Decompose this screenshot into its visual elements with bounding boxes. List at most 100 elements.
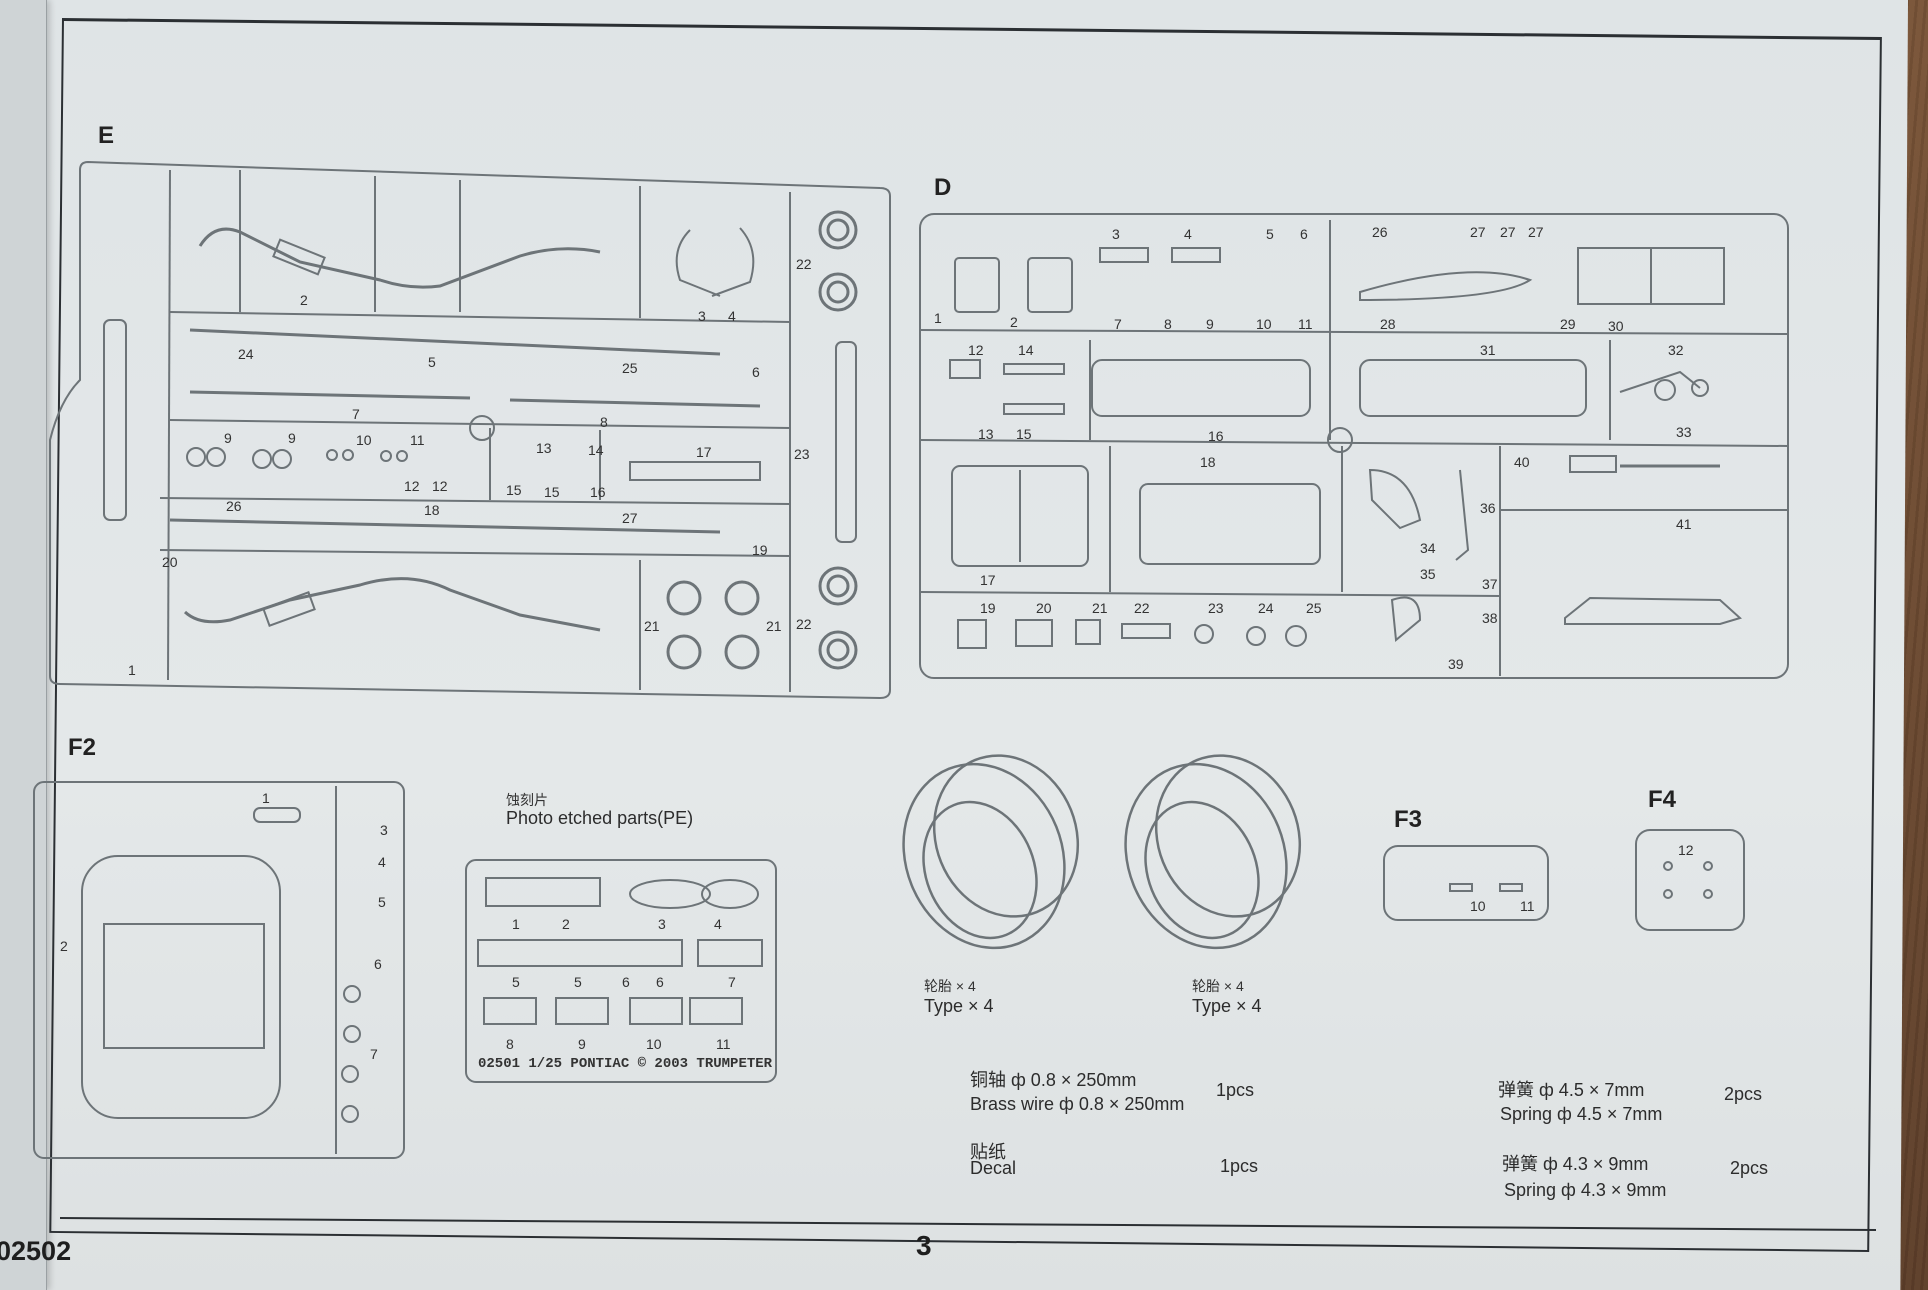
pe-number: 5	[512, 974, 520, 990]
previous-page-edge	[0, 0, 47, 1290]
page-number: 3	[916, 1230, 932, 1261]
part-number: 3	[1112, 226, 1120, 242]
part-number: 27	[622, 510, 638, 526]
material-en: Brass wire ф 0.8 × 250mm	[970, 1094, 1185, 1114]
part-number: 25	[1306, 600, 1322, 616]
pe-number: 5	[574, 974, 582, 990]
pe-number: 1	[512, 916, 520, 932]
sprue-f3-label: F3	[1394, 806, 1423, 833]
pe-number: 3	[658, 916, 666, 932]
part-number: 29	[1560, 316, 1576, 332]
part-number: 13	[536, 440, 552, 456]
part-number: 5	[1266, 226, 1274, 242]
part-number: 1	[128, 662, 136, 678]
pe-number: 7	[728, 974, 736, 990]
part-number: 3	[380, 822, 388, 838]
part-number: 28	[1380, 316, 1396, 332]
part-number: 12	[404, 478, 420, 494]
pe-number: 4	[714, 916, 722, 932]
pe-number: 6	[622, 974, 630, 990]
part-number: 4	[378, 854, 386, 870]
part-number: 15	[506, 482, 522, 498]
part-number: 26	[1372, 224, 1388, 240]
part-number: 7	[370, 1046, 378, 1062]
pe-number: 11	[716, 1036, 731, 1052]
part-number: 9	[224, 430, 232, 446]
part-number: 20	[1036, 600, 1052, 616]
part-number: 18	[424, 502, 440, 518]
part-number: 4	[728, 308, 736, 324]
material-en: Spring ф 4.3 × 9mm	[1504, 1180, 1667, 1200]
f3-part-number: 11	[1520, 898, 1535, 914]
part-number: 1	[262, 790, 270, 806]
pe-number: 2	[562, 916, 570, 932]
pe-number: 6	[656, 974, 664, 990]
pe-number: 9	[578, 1036, 586, 1052]
pe-number: 10	[646, 1036, 662, 1052]
part-number: 12	[432, 478, 448, 494]
part-number: 16	[590, 484, 606, 500]
sprue-f2-label: F2	[68, 734, 97, 761]
part-number: 23	[794, 446, 810, 462]
material-cn: 弹簧 ф 4.5 × 7mm	[1498, 1080, 1645, 1100]
sprue-f4-label: F4	[1648, 786, 1677, 813]
part-number: 26	[226, 498, 242, 514]
part-number: 37	[1482, 576, 1498, 592]
material-en: Decal	[970, 1158, 1017, 1178]
part-number: 8	[600, 414, 608, 430]
material-qty: 2pcs	[1730, 1158, 1769, 1178]
part-number: 23	[1208, 600, 1224, 616]
material-qty: 1pcs	[1216, 1080, 1255, 1100]
kit-code: 02502	[0, 1236, 72, 1266]
part-number: 20	[162, 554, 178, 570]
part-number: 2	[1010, 314, 1018, 330]
part-number: 17	[980, 572, 996, 588]
part-number: 15	[544, 484, 560, 500]
tire-1-caption-en: Type × 4	[924, 996, 994, 1016]
part-number: 4	[1184, 226, 1192, 242]
part-number: 5	[378, 894, 386, 910]
part-number: 15	[1016, 426, 1032, 442]
part-number: 7	[1114, 316, 1122, 332]
pe-number: 8	[506, 1036, 514, 1052]
part-number: 25	[622, 360, 638, 376]
part-number: 24	[1258, 600, 1274, 616]
sprue-f2-frame	[33, 781, 405, 1159]
material-cn: 弹簧 ф 4.3 × 9mm	[1502, 1154, 1649, 1174]
part-number: 22	[796, 256, 812, 272]
part-number: 22	[796, 616, 812, 632]
part-number: 1	[934, 310, 942, 326]
part-number: 30	[1608, 318, 1624, 334]
part-number: 33	[1676, 424, 1692, 440]
part-number: 3	[698, 308, 706, 324]
pe-title-cn: 蚀刻片	[506, 792, 548, 808]
sprue-f4-frame	[1635, 829, 1745, 931]
part-number: 11	[410, 432, 425, 448]
part-number: 12	[968, 342, 984, 358]
part-number: 8	[1164, 316, 1172, 332]
part-number: 34	[1420, 540, 1436, 556]
part-number: 5	[428, 354, 436, 370]
part-number: 22	[1134, 600, 1150, 616]
part-number: 24	[238, 346, 254, 362]
part-number: 10	[356, 432, 372, 448]
part-number: 36	[1480, 500, 1496, 516]
sprue-f3-frame	[1383, 845, 1549, 921]
tire-2-caption-en: Type × 4	[1192, 996, 1262, 1016]
part-number: 21	[1092, 600, 1108, 616]
material-qty: 2pcs	[1724, 1084, 1763, 1104]
part-number: 2	[60, 938, 68, 954]
part-number: 27	[1528, 224, 1544, 240]
material-en: Spring ф 4.5 × 7mm	[1500, 1104, 1663, 1124]
f4-part-number: 12	[1678, 842, 1694, 858]
tire-illustrations	[902, 754, 1302, 950]
tire-2-caption-cn: 轮胎 × 4	[1192, 978, 1244, 994]
part-number: 14	[588, 442, 604, 458]
part-number: 11	[1298, 316, 1313, 332]
part-number: 6	[752, 364, 760, 380]
part-number: 27	[1470, 224, 1486, 240]
part-number: 19	[980, 600, 996, 616]
part-number: 17	[696, 444, 712, 460]
material-cn: 贴纸	[970, 1142, 1006, 1162]
